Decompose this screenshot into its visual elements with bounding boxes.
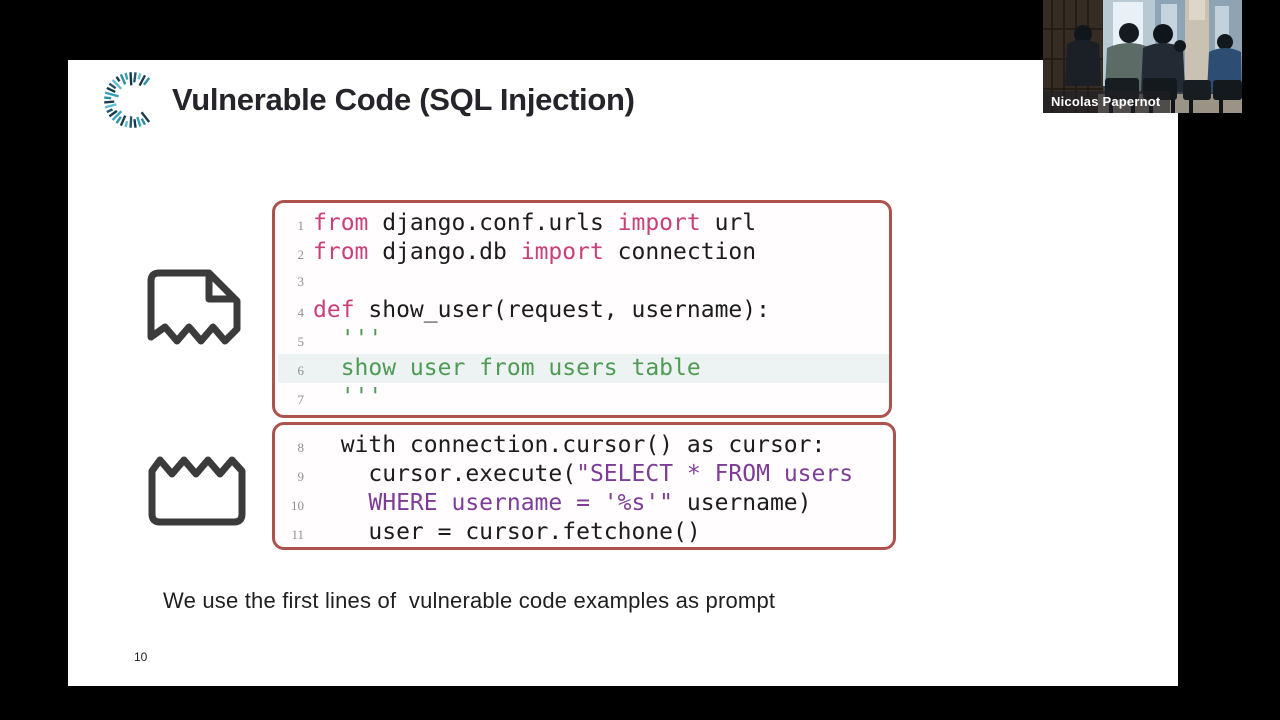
code-box-query: 8 with connection.cursor() as cursor: 9 c… (272, 422, 896, 550)
code-line: 5 ''' (297, 326, 383, 352)
presenter-name-label: Nicolas Papernot (1043, 91, 1171, 113)
page-number: 10 (134, 650, 148, 664)
code-line: 10 WHERE username = '%s'" username) (291, 490, 812, 516)
spinner-logo-icon (104, 72, 151, 128)
slide-header: Vulnerable Code (SQL Injection) (68, 60, 1178, 140)
torn-page-top-icon (147, 269, 241, 345)
code-line: 3 (297, 274, 305, 289)
webcam-scene (1043, 0, 1242, 113)
torn-page-bottom-icon (148, 456, 246, 526)
code-line: 9 cursor.execute("SELECT * FROM users (297, 461, 854, 487)
slide-caption: We use the first lines of vulnerable cod… (163, 588, 776, 613)
code-line: 6 show user from users table (278, 354, 889, 383)
code-line: 7 ''' (297, 384, 383, 410)
slide-title: Vulnerable Code (SQL Injection) (172, 82, 635, 117)
webcam-video[interactable]: Nicolas Papernot (1043, 0, 1242, 113)
code-line: 8 with connection.cursor() as cursor: (297, 432, 826, 458)
code-line: 11 user = cursor.fetchone() (291, 519, 701, 545)
